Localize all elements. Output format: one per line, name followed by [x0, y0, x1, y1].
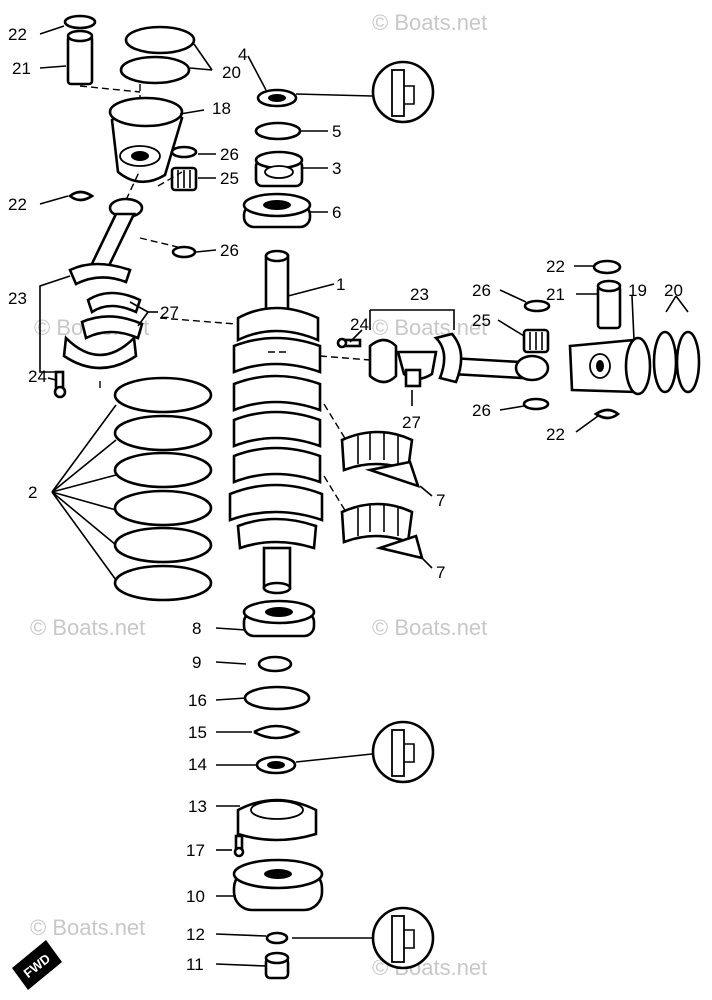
collar-11: [264, 951, 290, 980]
o-ring-16: [243, 685, 311, 711]
upper-left-piston-assembly: [53, 14, 198, 399]
circlip-15: [253, 724, 301, 740]
watermark-top-right: © Boats.net: [372, 10, 487, 35]
callout-27-b: 27: [402, 413, 421, 432]
callout-2: 2: [28, 483, 37, 502]
snap-ring-9: [257, 655, 293, 673]
callout-27-a: 27: [160, 303, 179, 322]
ball-bearing-8: [242, 599, 316, 638]
ball-bearing-10: [232, 858, 324, 912]
right-piston-assembly: [336, 259, 701, 420]
clip-22-right-top: [592, 259, 622, 275]
callout-23-b: 23: [410, 285, 429, 304]
watermark-mid-left: © Boats.net: [30, 615, 145, 640]
connecting-rod-right: [433, 332, 550, 384]
bolt-17: [233, 834, 245, 858]
bolt-24-left: [53, 370, 67, 399]
callout-26-d: 26: [472, 401, 491, 420]
callout-19: 19: [628, 281, 647, 300]
seal-detail-4: [371, 60, 435, 124]
callout-6: 6: [332, 203, 341, 222]
callout-15: 15: [188, 723, 207, 742]
callout-17: 17: [186, 841, 205, 860]
watermark-bottom-left: © Boats.net: [30, 915, 145, 940]
callout-25-a: 25: [220, 169, 239, 188]
needle-bearing-25-right: [522, 328, 550, 354]
callout-11: 11: [186, 955, 204, 974]
bolt-24-right: [336, 337, 362, 349]
callout-7-a: 7: [436, 491, 445, 510]
watermark-right: © Boats.net: [372, 315, 487, 340]
callout-10: 10: [186, 887, 205, 906]
callout-18: 18: [212, 99, 231, 118]
needle-bearing-7-upper: [340, 430, 421, 489]
needle-bearing-25-upper: [170, 166, 198, 192]
leader-lines-2: [51, 404, 117, 581]
callout-22-a: 22: [8, 25, 27, 44]
seal-detail-12: [371, 906, 435, 970]
callout-7-b: 7: [436, 563, 445, 582]
callout-12: 12: [186, 925, 205, 944]
clip-22-left: [67, 190, 95, 202]
piston-rings-20: [119, 25, 196, 85]
callout-23-a: 23: [8, 289, 27, 308]
callout-1: 1: [336, 275, 345, 294]
piston-rings-20-right: [652, 330, 701, 394]
bearing-27-left: [80, 291, 144, 340]
callout-9: 9: [192, 653, 201, 672]
oil-seal-14: [255, 755, 297, 775]
fwd-direction-arrow: FWD: [12, 940, 62, 990]
washer-26-lower: [171, 245, 197, 259]
piston-pin-21-right: [596, 279, 622, 330]
piston-19: [568, 336, 652, 396]
callout-20-b: 20: [664, 281, 683, 300]
callout-26-b: 26: [220, 241, 239, 260]
callout-5: 5: [332, 122, 341, 141]
callout-20-a: 20: [222, 63, 241, 82]
connecting-rod-left: [68, 197, 144, 286]
callout-21-a: 21: [12, 59, 31, 78]
callout-22-c: 22: [546, 257, 565, 276]
callout-3: 3: [332, 159, 341, 178]
callout-25-b: 25: [472, 311, 491, 330]
callout-26-a: 26: [220, 145, 239, 164]
piston-18: [108, 96, 184, 184]
callout-26-c: 26: [472, 281, 491, 300]
needle-bearing-7-lower: [340, 502, 424, 560]
crankshaft-1: [228, 249, 324, 595]
seal-detail-14: [371, 720, 435, 784]
callout-14: 14: [188, 755, 207, 774]
callout-16: 16: [188, 691, 207, 710]
piston-pin-21: [66, 29, 94, 86]
oil-seal-12: [265, 931, 289, 945]
watermark-mid-right: © Boats.net: [372, 615, 487, 640]
callout-8: 8: [192, 619, 201, 638]
callout-22-b: 22: [8, 195, 27, 214]
callout-13: 13: [188, 797, 207, 816]
bearing-housing-3: [254, 150, 304, 188]
bearing-27-right: [396, 350, 438, 388]
oil-seal-4: [256, 88, 298, 108]
leader-lines: [39, 25, 689, 967]
rod-cap-left: [62, 335, 138, 370]
callout-21-b: 21: [546, 285, 565, 304]
ball-bearing-6: [242, 192, 312, 229]
crankshaft-seal-rings-2: [113, 376, 213, 602]
clip-22-top: [63, 14, 97, 30]
rod-cap-right: [368, 338, 398, 384]
callout-4: 4: [238, 45, 247, 64]
bearing-housing-13: [236, 798, 318, 842]
callout-24-a: 24: [28, 367, 47, 386]
washer-26-right-upper: [523, 299, 551, 313]
callout-24-b: 24: [350, 315, 369, 334]
callout-labels: 22 21 20 18 26 25 22 26 23 27 24 2 4 5 3…: [8, 25, 683, 974]
o-ring-5: [254, 121, 302, 141]
washer-26-right-lower: [522, 397, 550, 411]
callout-22-d: 22: [546, 425, 565, 444]
washer-26-upper: [170, 145, 198, 159]
clip-22-right-bottom: [593, 408, 621, 420]
